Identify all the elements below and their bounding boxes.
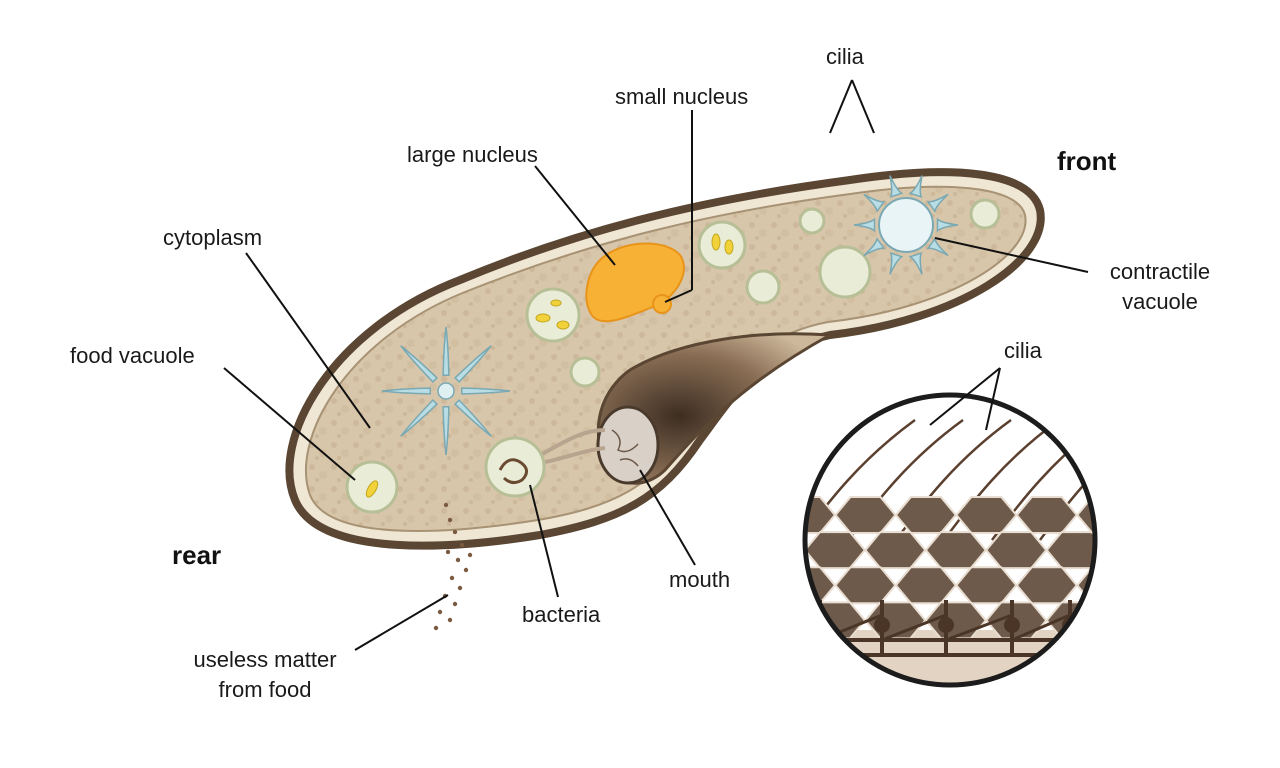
inset-fiber <box>1011 613 1071 642</box>
vacuole-canal <box>381 387 432 395</box>
waste-particle <box>433 625 439 631</box>
inset-basal-body <box>938 617 954 633</box>
label-cytoplasm: cytoplasm <box>163 225 263 250</box>
food-vacuole <box>798 207 826 235</box>
vacuole-canal <box>460 387 511 395</box>
inset-cilium <box>943 418 1060 541</box>
small-nucleus <box>652 294 672 314</box>
waste-particle <box>467 552 473 558</box>
mouth-opening <box>596 405 660 485</box>
label-contractile-line2: vacuole <box>1122 289 1198 314</box>
waste-particle <box>452 529 458 535</box>
waste-particle <box>459 542 465 548</box>
vacuole-canal <box>863 237 886 257</box>
vacuole-canal <box>442 326 450 377</box>
vacuole-canal <box>936 217 959 233</box>
inset-hex-cell <box>1138 567 1198 603</box>
inset-cilium <box>1136 420 1251 540</box>
label-mouth: mouth <box>669 567 731 592</box>
label-front: front <box>1057 146 1117 176</box>
food-vacuole <box>569 356 601 388</box>
inset-hex-cell <box>1228 532 1280 568</box>
label-contractile-vacuole: contractile vacuole <box>1095 257 1225 317</box>
inset-cilium <box>1087 418 1095 541</box>
vacuole-canal <box>926 237 949 257</box>
contractile-vacuole-front <box>853 175 959 275</box>
inset-hex-cell <box>1168 532 1228 568</box>
inset-basal-body <box>812 617 828 633</box>
waste-particle <box>447 617 453 623</box>
food-vacuole <box>484 436 546 498</box>
inset-fiber <box>881 613 947 642</box>
inset-hex-cell <box>1168 602 1228 638</box>
vacuole-canal <box>454 399 492 437</box>
waste-particle <box>447 517 453 523</box>
label-useless-line2: from food <box>218 677 312 702</box>
cilia-inset <box>802 392 1280 688</box>
waste-particle <box>449 575 455 581</box>
vacuole-canal <box>863 193 886 213</box>
label-useless-matter: useless matter from food <box>176 645 354 705</box>
vacuole-canal <box>442 405 450 456</box>
gullet-strands <box>539 428 606 464</box>
food-vacuole <box>745 269 781 305</box>
vacuole-canal <box>889 251 904 275</box>
inset-hex-cell <box>1138 497 1198 533</box>
food-vacuole <box>525 287 581 343</box>
food-vacuole <box>697 220 747 270</box>
vacuole-canal <box>853 217 876 233</box>
vacuole-canal <box>400 345 438 383</box>
waste-particle <box>455 557 461 563</box>
waste-particle <box>452 601 458 607</box>
vacuole-canal <box>454 345 492 383</box>
inset-basal-body <box>874 617 890 633</box>
bacteria-strand <box>498 458 528 485</box>
label-rear: rear <box>172 540 222 570</box>
label-cilia-top: cilia <box>826 44 864 69</box>
label-cilia-inset: cilia <box>1004 338 1042 363</box>
inset-hex-cell <box>1107 602 1167 638</box>
waste-particle <box>457 585 463 591</box>
vacuole-canal <box>908 251 923 275</box>
label-small-nucleus: small nucleus <box>615 84 749 109</box>
inset-hex-cell <box>1198 497 1258 533</box>
vacuole-canal <box>926 193 949 213</box>
leader-lines <box>223 79 1089 651</box>
label-large-nucleus: large nucleus <box>407 142 538 167</box>
vacuole-canal <box>908 175 923 199</box>
waste-particle <box>443 502 449 508</box>
food-vacuole <box>818 245 872 299</box>
waste-particle <box>445 549 451 555</box>
waste-particle <box>437 609 443 615</box>
vacuole-canal <box>400 399 438 437</box>
contractile-vacuole-rear <box>381 326 511 456</box>
inset-hex-cell <box>1198 567 1258 603</box>
label-contractile-line1: contractile <box>1109 259 1211 284</box>
waste-particle <box>463 567 469 573</box>
bacteria-in-vacuoles <box>365 233 734 498</box>
inset-hex-cell <box>1107 532 1167 568</box>
food-vacuole <box>969 198 1001 230</box>
inset-hex-cell <box>1228 602 1280 638</box>
inset-fiber <box>945 613 1013 642</box>
label-useless-line1: useless matter <box>193 647 337 672</box>
label-bacteria: bacteria <box>522 602 601 627</box>
mouth-texture <box>611 429 639 467</box>
expelled-waste <box>433 502 473 631</box>
inset-basal-body <box>1004 617 1020 633</box>
vacuole-canal <box>889 175 904 199</box>
label-food-vacuole: food vacuole <box>70 343 195 368</box>
